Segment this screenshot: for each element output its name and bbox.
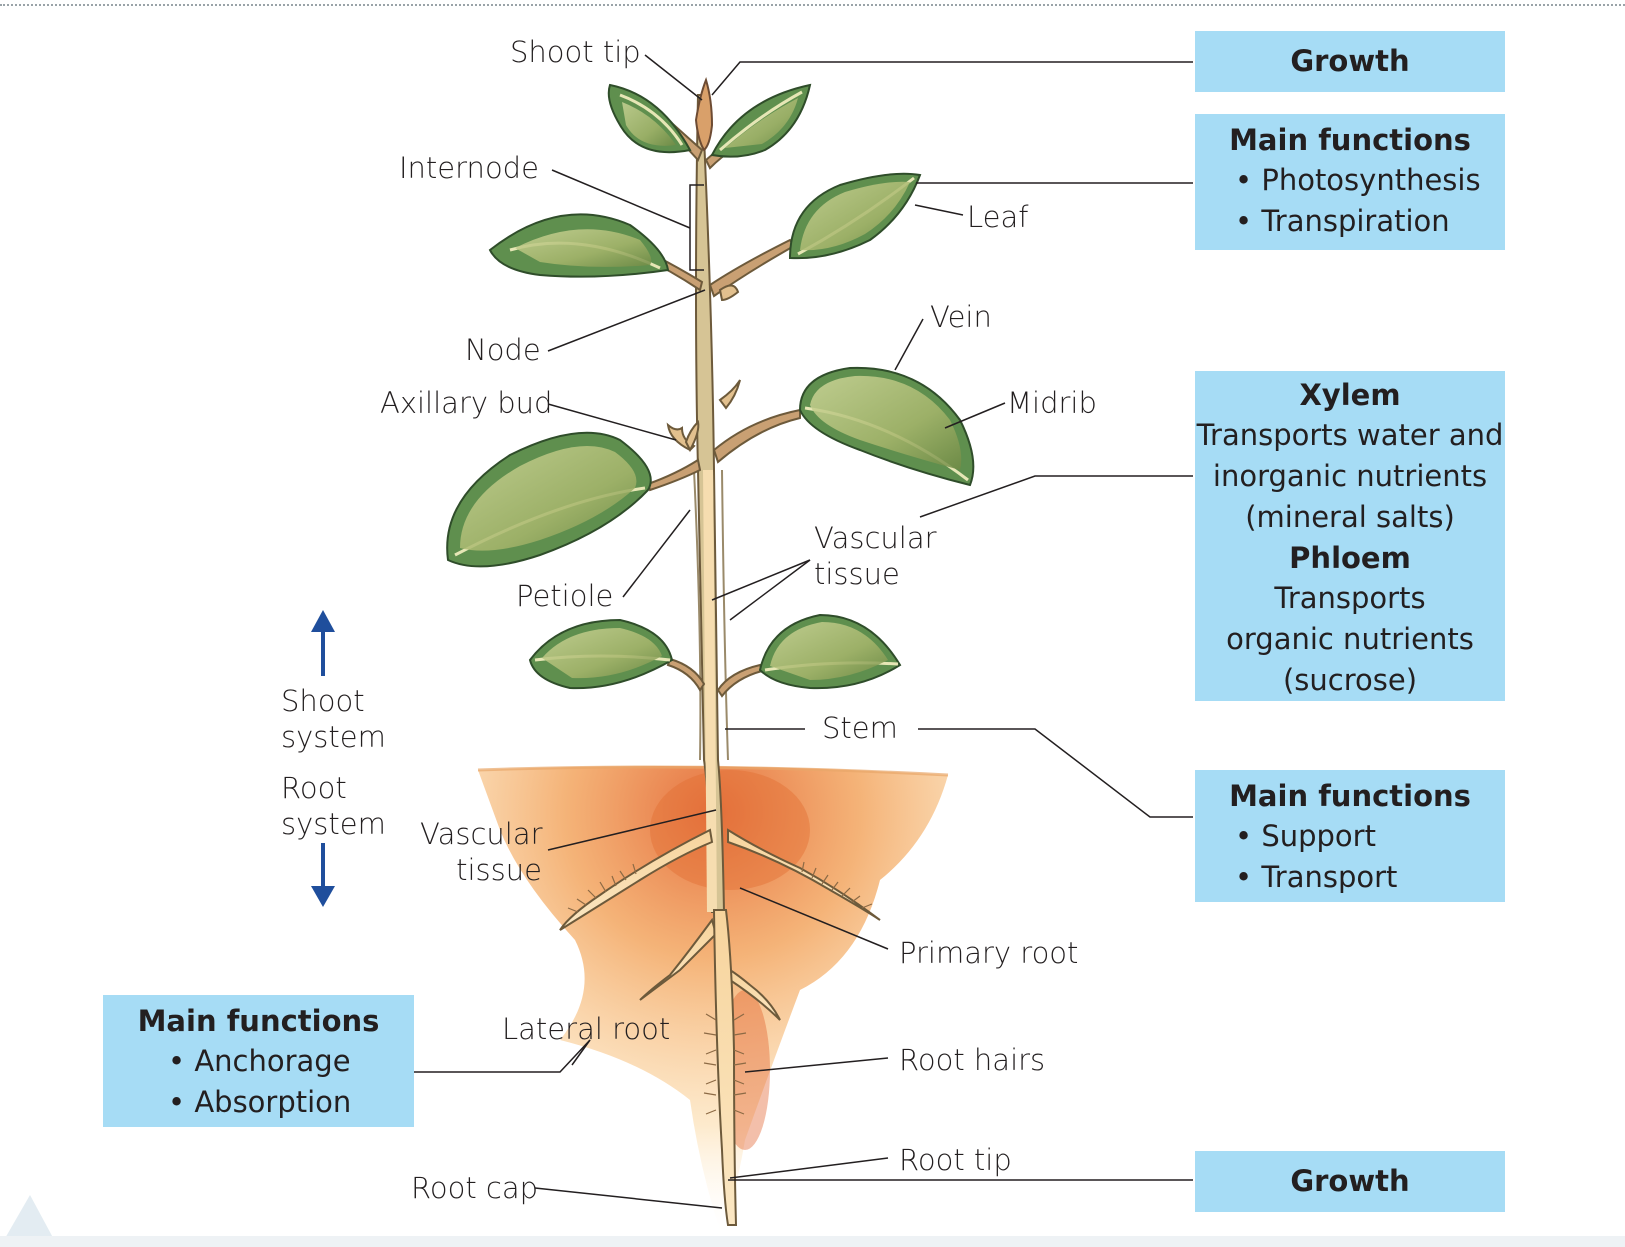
box-growth-bottom: Growth (1195, 1151, 1505, 1212)
box-growth-top: Growth (1195, 31, 1505, 92)
label-axillary-bud: Axillary bud (380, 386, 553, 420)
function-transpiration: Transpiration (1235, 201, 1505, 242)
label-node: Node (465, 333, 541, 367)
box-root-functions-title: Main functions (137, 1004, 380, 1038)
xylem-text-1: Transports water and (1196, 418, 1504, 452)
label-petiole: Petiole (516, 579, 614, 613)
box-growth-bottom-title: Growth (1290, 1164, 1410, 1198)
label-lateral-root: Lateral root (502, 1012, 671, 1046)
box-vascular: Xylem Transports water and inorganic nut… (1195, 371, 1505, 701)
function-transport: Transport (1235, 857, 1505, 898)
label-root-hairs: Root hairs (899, 1043, 1046, 1077)
label-leaf: Leaf (967, 200, 1029, 234)
root-hairs (567, 861, 873, 1115)
box-stem-functions: Main functions Support Transport (1195, 770, 1505, 902)
phloem-title: Phloem (1289, 541, 1411, 575)
box-root-functions: Main functions Anchorage Absorption (103, 995, 414, 1127)
box-root-functions-list: Anchorage Absorption (168, 1041, 414, 1123)
box-growth-top-title: Growth (1290, 44, 1410, 78)
xylem-text-2: inorganic nutrients (1212, 459, 1488, 493)
label-vein: Vein (930, 300, 992, 334)
label-midrib: Midrib (1007, 386, 1097, 420)
label-primary-root: Primary root (899, 936, 1079, 970)
label-root-cap: Root cap (411, 1171, 539, 1205)
box-stem-functions-title: Main functions (1229, 779, 1471, 813)
bottom-bar (0, 1236, 1625, 1247)
leaf-large-left (446, 431, 652, 568)
label-shoot-tip: Shoot tip (510, 35, 641, 69)
function-anchorage: Anchorage (168, 1041, 414, 1082)
leaves (446, 83, 975, 690)
axillary-buds (666, 284, 741, 453)
label-internode: Internode (399, 151, 539, 185)
label-stem: Stem (822, 711, 898, 745)
leaf-large-right (798, 366, 975, 487)
function-photosynthesis: Photosynthesis (1235, 160, 1505, 201)
xylem-title: Xylem (1299, 378, 1401, 412)
leaf-mid-right (788, 172, 922, 260)
phloem-text-2: organic nutrients (1226, 622, 1474, 656)
xylem-text-3: (mineral salts) (1245, 500, 1455, 534)
leader-lines (414, 54, 1193, 1209)
phloem-text-3: (sucrose) (1282, 663, 1418, 697)
corner-triangle (0, 1195, 58, 1247)
leaf-mid-left (488, 213, 670, 278)
leaf-top-right (710, 83, 812, 158)
petioles (638, 114, 801, 698)
label-root-tip: Root tip (899, 1143, 1012, 1177)
label-root-system: Root system (281, 771, 386, 841)
leaf-top-left (607, 83, 692, 154)
label-vascular-tissue-shoot: Vascular tissue (814, 521, 937, 591)
top-dotted-border (0, 4, 1625, 6)
function-support: Support (1235, 816, 1505, 857)
box-stem-functions-list: Support Transport (1235, 816, 1505, 898)
label-shoot-system: Shoot system (281, 684, 386, 754)
box-leaf-functions-title: Main functions (1229, 123, 1471, 157)
roots (559, 828, 881, 1226)
leaf-lower-right (758, 613, 902, 690)
label-vascular-tissue-root: Vascular tissue (420, 817, 543, 887)
function-absorption: Absorption (168, 1082, 414, 1123)
system-arrows (311, 610, 335, 907)
box-leaf-functions-list: Photosynthesis Transpiration (1235, 160, 1505, 242)
leaf-lower-left (528, 618, 674, 690)
phloem-text-1: Transports (1274, 581, 1426, 615)
box-leaf-functions: Main functions Photosynthesis Transpirat… (1195, 114, 1505, 250)
